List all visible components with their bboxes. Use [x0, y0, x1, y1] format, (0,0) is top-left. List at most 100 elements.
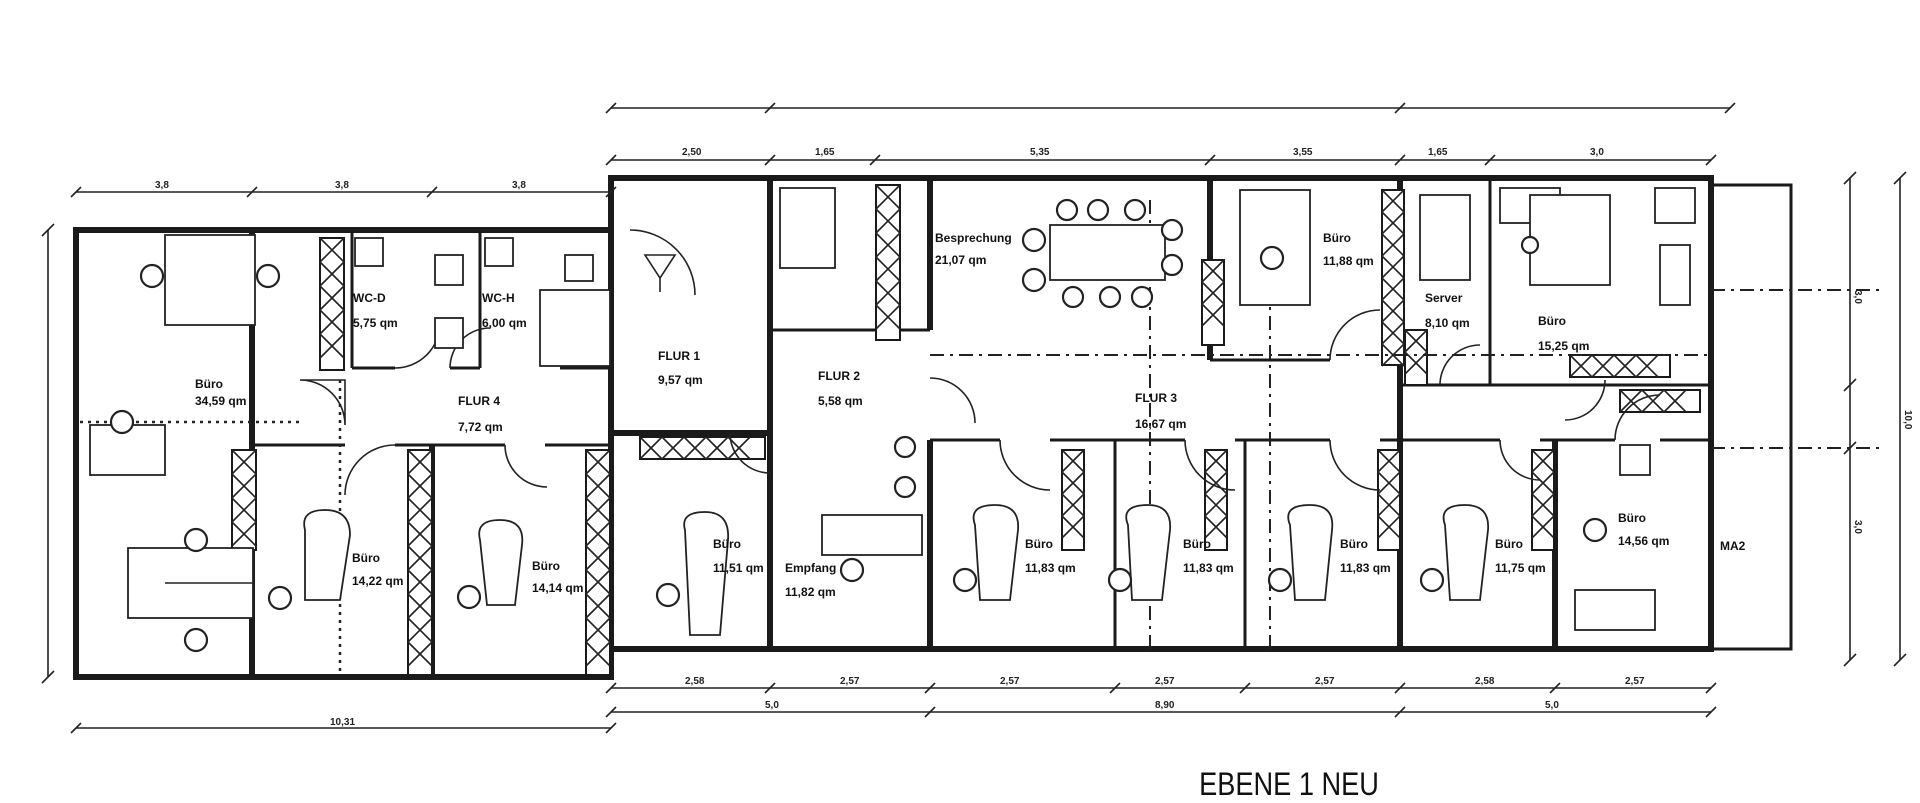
shelf-bracing	[1404, 329, 1428, 375]
dimension-tick	[605, 154, 617, 166]
shelf-bracing	[1531, 449, 1555, 539]
shelf-bracing	[639, 436, 751, 460]
room-name-server: Server	[1425, 291, 1463, 305]
shelf-unit	[875, 184, 901, 341]
dimension-tick	[1705, 154, 1717, 166]
dimension-tick	[764, 102, 776, 114]
dim-top-left-2: 3,8	[335, 180, 349, 191]
room-name-flur4: FLUR 4	[458, 394, 500, 408]
shelf-bracing	[231, 449, 257, 547]
dim-bottom-big-2: 8,90	[1155, 700, 1175, 711]
room-area-besprechung: 21,07 qm	[935, 253, 986, 267]
room-area-wc-d: 5,75 qm	[353, 316, 398, 330]
dimension-tick	[70, 186, 82, 198]
dim-bottom-small-7: 2,57	[1625, 676, 1645, 687]
dimension-tick	[924, 682, 936, 694]
dimension-tick	[1484, 154, 1496, 166]
dimension-tick	[869, 154, 881, 166]
shelf-unit	[1377, 449, 1401, 551]
dimension-tick	[1843, 441, 1857, 455]
dimension-tick	[1705, 682, 1717, 694]
room-name-flur2: FLUR 2	[818, 369, 860, 383]
room-area-wc-h: 6,00 qm	[482, 316, 527, 330]
shelf-bracing	[1061, 449, 1085, 539]
dim-right-3: 10,0	[1902, 410, 1913, 430]
room-name-buero-west: Büro	[195, 377, 223, 391]
room-name-buero-s3: Büro	[713, 537, 741, 551]
room-area-buero-west: 34,59 qm	[195, 394, 246, 408]
shelf-unit	[585, 449, 611, 676]
room-area-buero-s7: 11,75 qm	[1495, 561, 1546, 575]
dimension-tick	[1394, 682, 1406, 694]
dim-bottom-big-3: 5,0	[1545, 700, 1559, 711]
shelf-unit	[1204, 449, 1228, 551]
room-area-buero-s3: 11,51 qm	[713, 561, 764, 575]
dimension-tick	[41, 223, 55, 237]
shelf-unit	[407, 449, 433, 676]
dimension-tick	[1843, 378, 1857, 392]
room-name-buero-s4: Büro	[1025, 537, 1053, 551]
room-name-wc-d: WC-D	[353, 291, 386, 305]
room-area-buero-s4: 11,83 qm	[1025, 561, 1076, 575]
shelf-bracing	[1201, 259, 1225, 327]
room-area-buero-s5: 11,83 qm	[1183, 561, 1234, 575]
room-area-buero-s1: 14,22 qm	[352, 574, 403, 588]
shelving-units	[231, 184, 1701, 676]
dimension-tick	[1724, 102, 1736, 114]
room-area-flur1: 9,57 qm	[658, 373, 703, 387]
dimension-tick	[1394, 706, 1406, 718]
dimension-tick	[605, 722, 617, 734]
dim-bottom-big-1: 5,0	[765, 700, 779, 711]
dimension-tick	[764, 154, 776, 166]
dimension-tick	[1204, 154, 1216, 166]
dim-bottom-small-6: 2,58	[1475, 676, 1495, 687]
shelf-bracing	[1619, 389, 1687, 413]
dimension-tick	[605, 682, 617, 694]
shelf-bracing	[1381, 189, 1405, 367]
furniture	[89, 187, 1696, 653]
door-swings	[299, 229, 1661, 496]
dimension-tick	[1394, 102, 1406, 114]
dim-right-2: 3,0	[1852, 520, 1863, 534]
dimension-tick	[426, 186, 438, 198]
dimension-tick	[1705, 706, 1717, 718]
dimension-tick	[1109, 682, 1121, 694]
room-tag-ma2: MA2	[1720, 539, 1746, 553]
room-name-besprechung: Besprechung	[935, 231, 1012, 245]
dimension-lines	[41, 102, 1907, 734]
dimension-tick	[1843, 171, 1857, 185]
room-area-server: 8,10 qm	[1425, 316, 1470, 330]
dim-top-mid-3: 5,35	[1030, 147, 1050, 158]
dim-bottom-small-3: 2,57	[1000, 676, 1020, 687]
dim-top-mid-6: 3,0	[1590, 147, 1604, 158]
dim-bottom-small-1: 2,58	[685, 676, 705, 687]
room-area-buero-s2: 14,14 qm	[532, 581, 583, 595]
room-name-empfang: Empfang	[785, 561, 836, 575]
room-area-buero-n1: 11,88 qm	[1323, 254, 1374, 268]
room-area-flur3: 16,67 qm	[1135, 417, 1186, 431]
dimension-tick	[924, 706, 936, 718]
shelf-unit	[1061, 449, 1085, 551]
shelf-unit	[1201, 259, 1225, 346]
room-name-flur3: FLUR 3	[1135, 391, 1177, 405]
dim-overall-left: 10,31	[330, 717, 355, 728]
dim-top-mid-1: 2,50	[682, 147, 702, 158]
dimension-tick	[246, 186, 258, 198]
room-name-buero-s1: Büro	[352, 551, 380, 565]
dimension-tick	[605, 186, 617, 198]
dimension-tick	[1394, 154, 1406, 166]
shelf-bracing	[407, 449, 433, 667]
room-area-flur4: 7,72 qm	[458, 420, 503, 434]
dimension-tick	[1893, 171, 1907, 185]
shelf-bracing	[875, 184, 901, 330]
shelf-bracing	[1204, 449, 1228, 539]
room-name-buero-ne: Büro	[1538, 314, 1566, 328]
dimension-labels: 3,8 3,8 3,8 2,50 1,65 5,35 3,55 1,65 3,0…	[155, 147, 1913, 728]
dim-top-mid-5: 1,65	[1428, 147, 1448, 158]
room-name-buero-s7: Büro	[1495, 537, 1523, 551]
dimension-tick	[764, 682, 776, 694]
grid-axes	[80, 200, 1880, 675]
room-name-buero-s2: Büro	[532, 559, 560, 573]
room-labels: Büro 34,59 qm WC-D 5,75 qm WC-H 6,00 qm …	[195, 231, 1746, 599]
